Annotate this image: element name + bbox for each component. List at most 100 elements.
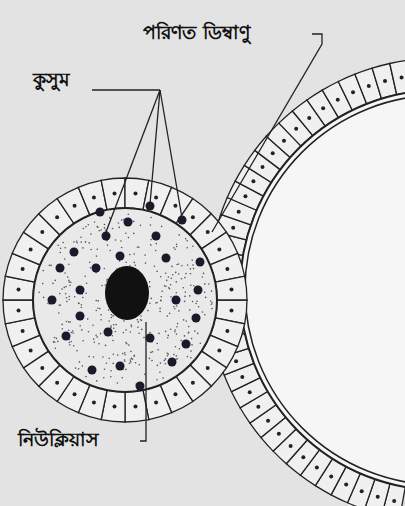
cytoplasm-dot — [140, 225, 142, 227]
cytoplasm-dot — [165, 363, 167, 365]
corona-cell — [215, 276, 247, 300]
cytoplasm-dot — [90, 267, 92, 269]
cytoplasm-dots — [38, 214, 212, 385]
cytoplasm-dot — [66, 321, 68, 323]
cytoplasm-dot — [130, 351, 132, 353]
cytoplasm-dot — [133, 253, 135, 255]
cytoplasm-dot — [162, 377, 164, 379]
cytoplasm-dot — [66, 297, 68, 299]
cytoplasm-dot — [188, 332, 190, 334]
cytoplasm-dot — [167, 315, 169, 317]
cytoplasm-dot — [113, 353, 115, 355]
cytoplasm-dot — [69, 296, 71, 298]
cytoplasm-dot — [132, 358, 134, 360]
cytoplasm-dot — [143, 337, 145, 339]
cytoplasm-dot — [112, 340, 114, 342]
cell-nucleus — [256, 405, 260, 409]
cytoplasm-dot — [93, 338, 95, 340]
cell-nucleus — [191, 215, 195, 219]
cytoplasm-dot — [68, 280, 70, 282]
cytoplasm-dot — [82, 297, 84, 299]
cytoplasm-dot — [150, 244, 152, 246]
cell-nucleus — [271, 151, 275, 155]
cytoplasm-dot — [131, 326, 133, 328]
cytoplasm-dot — [191, 259, 193, 261]
cytoplasm-dot — [118, 222, 120, 224]
cell-nucleus — [73, 392, 77, 396]
cytoplasm-dot — [112, 228, 114, 230]
cytoplasm-dot — [155, 250, 157, 252]
cell-nucleus — [29, 348, 33, 352]
cytoplasm-dot — [64, 272, 66, 274]
cytoplasm-dot — [69, 342, 71, 344]
cytoplasm-dot — [187, 264, 189, 266]
cell-nucleus — [154, 400, 158, 404]
cytoplasm-dot — [84, 276, 86, 278]
cytoplasm-dot — [109, 250, 111, 252]
cell-nucleus — [73, 204, 77, 208]
cytoplasm-dot — [97, 300, 99, 302]
cell-nucleus — [225, 329, 229, 333]
cell-nucleus — [261, 165, 265, 169]
cytoplasm-dot — [113, 328, 115, 330]
cell-nucleus — [17, 308, 21, 312]
cytoplasm-dot — [64, 287, 66, 289]
cytoplasm-dot — [38, 291, 40, 293]
cytoplasm-dot — [100, 333, 102, 335]
cytoplasm-dot — [175, 346, 177, 348]
cytoplasm-dot — [68, 299, 70, 301]
cytoplasm-dot — [104, 268, 106, 270]
cell-nucleus — [217, 248, 221, 252]
leader-line — [92, 89, 160, 90]
cytoplasm-dot — [78, 303, 80, 305]
cytoplasm-dot — [122, 377, 124, 379]
cytoplasm-dot — [107, 244, 109, 246]
cell-nucleus — [217, 348, 221, 352]
cytoplasm-dot — [166, 280, 168, 282]
cytoplasm-dot — [171, 278, 173, 280]
cytoplasm-dot — [60, 248, 62, 250]
cell-nucleus — [351, 90, 355, 94]
cytoplasm-dot — [78, 368, 80, 370]
cytoplasm-dot — [90, 249, 92, 251]
cell-nucleus — [191, 381, 195, 385]
cell-nucleus — [113, 192, 117, 196]
cytoplasm-dot — [174, 248, 176, 250]
cytoplasm-dot — [144, 254, 146, 256]
cytoplasm-dot — [159, 311, 161, 313]
corona-cells — [3, 178, 247, 422]
cytoplasm-dot — [123, 320, 125, 322]
cytoplasm-dot — [101, 285, 103, 287]
cytoplasm-dot — [102, 356, 104, 358]
cytoplasm-dot — [164, 285, 166, 287]
cytoplasm-dot — [100, 314, 102, 316]
cytoplasm-dot — [60, 304, 62, 306]
cytoplasm-dot — [93, 356, 95, 358]
cytoplasm-dot — [195, 303, 197, 305]
cytoplasm-dot — [200, 342, 202, 344]
cell-nucleus — [315, 465, 319, 469]
cytoplasm-dot — [103, 377, 105, 379]
cell-nucleus — [376, 495, 380, 499]
cytoplasm-dot — [130, 331, 132, 333]
cytoplasm-dot — [186, 247, 188, 249]
cytoplasm-dot — [76, 242, 78, 244]
yolk-granule — [162, 254, 171, 263]
cytoplasm-dot — [130, 359, 132, 361]
cytoplasm-dot — [94, 341, 96, 343]
cytoplasm-dot — [85, 292, 87, 294]
cytoplasm-dot — [150, 239, 152, 241]
cytoplasm-dot — [137, 319, 139, 321]
cytoplasm-dot — [184, 296, 186, 298]
cell-nucleus — [173, 392, 177, 396]
cell-nucleus — [277, 432, 281, 436]
cytoplasm-dot — [125, 329, 127, 331]
cytoplasm-dot — [178, 273, 180, 275]
cytoplasm-dot — [156, 343, 158, 345]
cytoplasm-dot — [128, 344, 130, 346]
cytoplasm-dot — [64, 247, 66, 249]
leader-line — [106, 90, 160, 232]
cytoplasm-dot — [179, 348, 181, 350]
cytoplasm-dot — [188, 326, 190, 328]
cytoplasm-dot — [184, 277, 186, 279]
